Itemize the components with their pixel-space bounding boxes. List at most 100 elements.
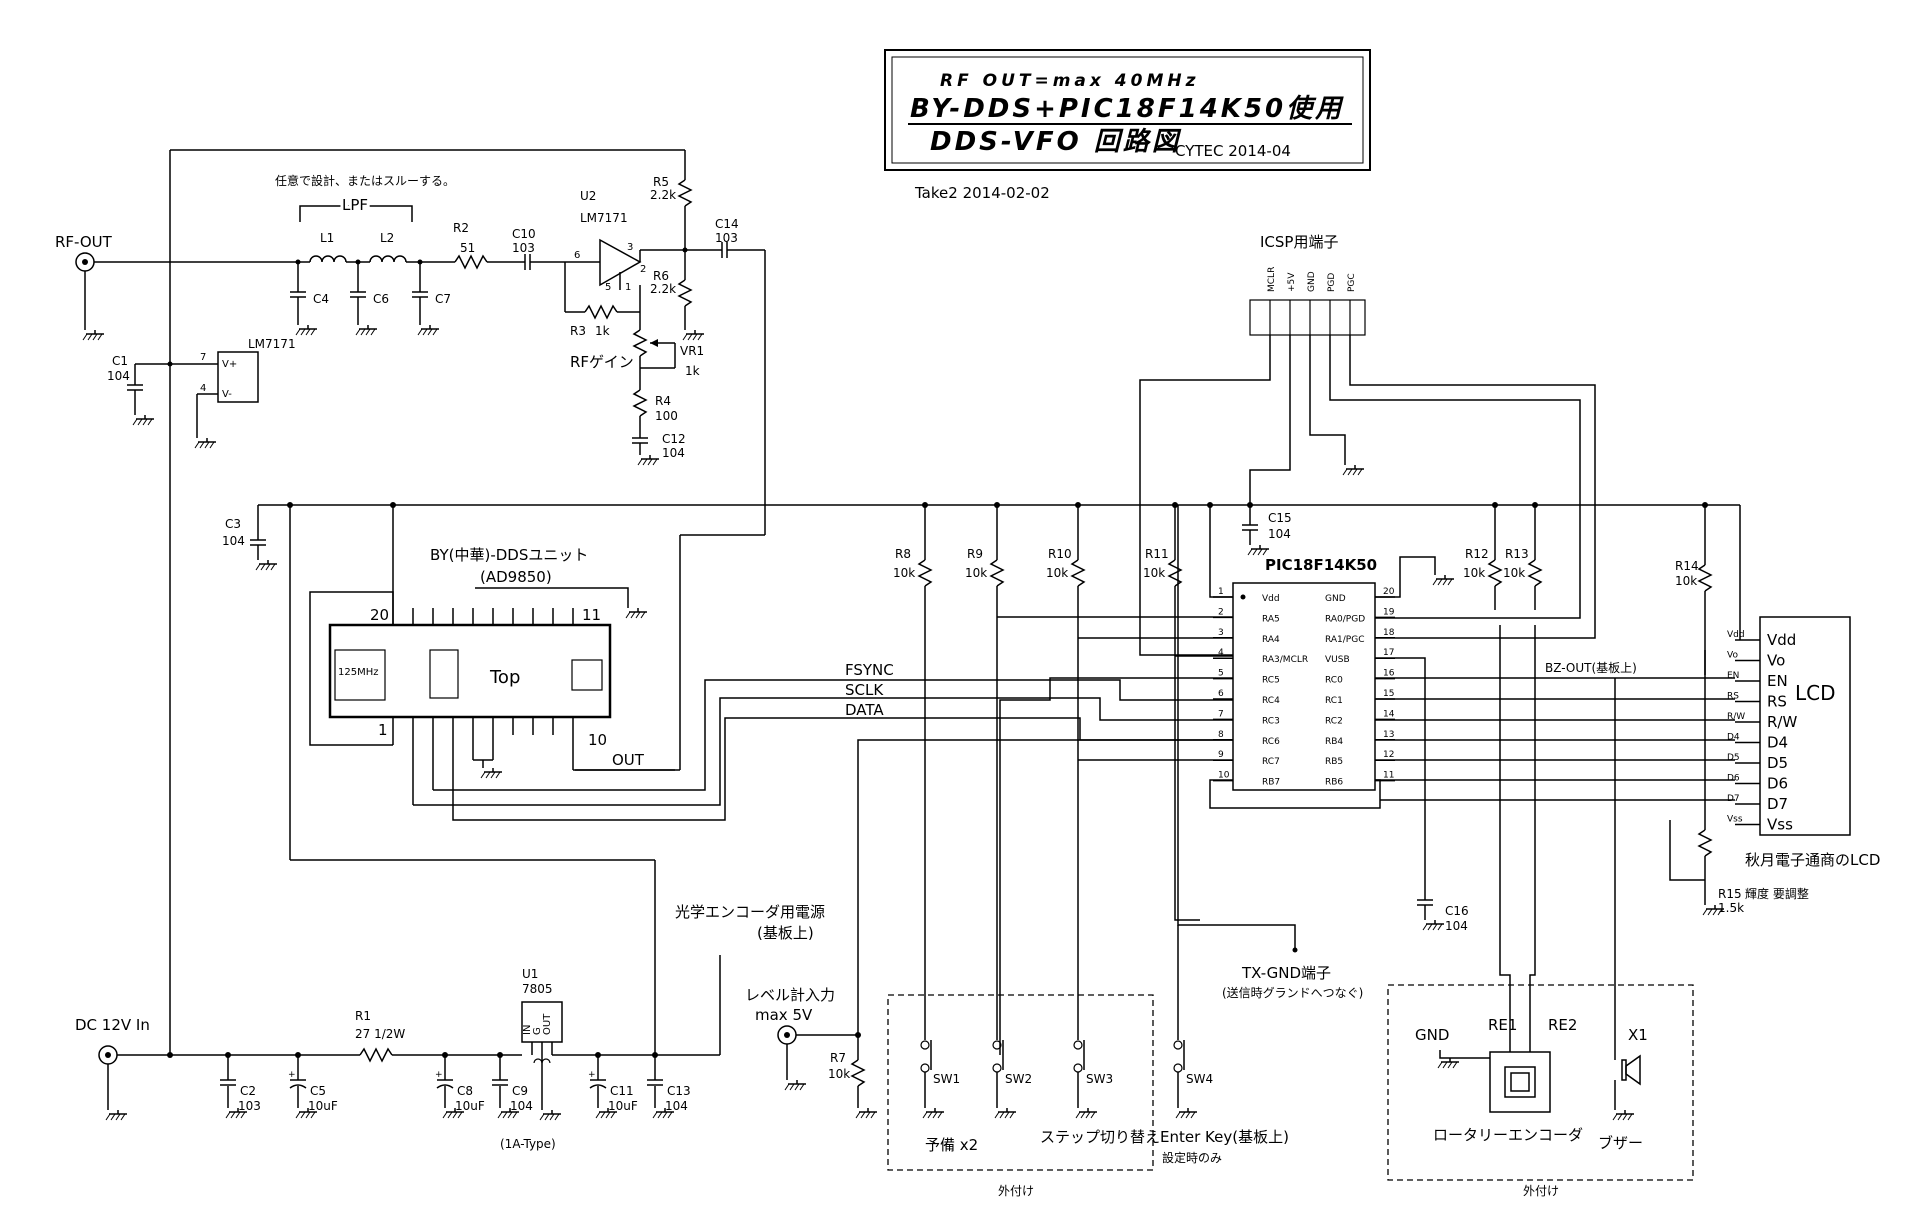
- rf-section: RF-OUT 任意で設計、またはスルーする。 LPF L1 L2 C4 C6: [55, 149, 766, 1055]
- r12-resistor: [1487, 559, 1503, 587]
- r7-ref: R7: [830, 1051, 846, 1065]
- u1-ref: U1: [522, 967, 538, 981]
- r12-ref: R12: [1465, 547, 1489, 561]
- l2-label: L2: [380, 231, 394, 245]
- r11-resistor: [1167, 559, 1183, 587]
- c15-ref: C15: [1268, 511, 1292, 525]
- pic-pin-rc7: RC7: [1262, 757, 1280, 767]
- r15-value: 1.5k: [1718, 901, 1744, 915]
- u2-ref: U2: [580, 189, 596, 203]
- pic-pin-rc4: RC4: [1262, 696, 1280, 706]
- lcd-body: [1759, 616, 1851, 836]
- lcd-wire-vss: Vss: [1727, 815, 1743, 825]
- icsp-pin-gnd: GND: [1307, 271, 1317, 292]
- c13-value: 104: [665, 1099, 688, 1113]
- r7-value: 10k: [828, 1067, 850, 1081]
- sw3-label: SW3: [1086, 1072, 1113, 1086]
- c14-value: 103: [715, 231, 738, 245]
- pic-pin-num-11: 11: [1383, 771, 1394, 781]
- r6-ref: R6: [653, 269, 669, 283]
- c3-value: 104: [222, 534, 245, 548]
- lcd-pin-en: EN: [1767, 672, 1788, 690]
- r2-value: 51: [460, 241, 475, 255]
- svg-text:1: 1: [625, 282, 631, 293]
- c13-ref: C13: [667, 1084, 691, 1098]
- c2-ref: C2: [240, 1084, 256, 1098]
- c10-ref: C10: [512, 227, 536, 241]
- svg-text:IN: IN: [522, 1025, 533, 1035]
- c15-value: 104: [1268, 527, 1291, 541]
- r3-value: 1k: [595, 324, 610, 338]
- svg-text:10: 10: [588, 731, 607, 749]
- sw1-label: SW1: [933, 1072, 960, 1086]
- encoder-gnd-label: GND: [1415, 1026, 1449, 1044]
- svg-text:+: +: [288, 1070, 296, 1080]
- svg-text:V-: V-: [222, 389, 232, 400]
- encoder-re1-label: RE1: [1488, 1016, 1517, 1034]
- buzzer-label: ブザー: [1598, 1134, 1643, 1152]
- u2-part: LM7171: [580, 211, 628, 225]
- r10-ref: R10: [1048, 547, 1072, 561]
- svg-text:7: 7: [200, 352, 206, 363]
- vr1-ref: VR1: [680, 344, 704, 358]
- svg-text:OUT: OUT: [542, 1013, 553, 1035]
- pic-pin-rb6: RB6: [1325, 778, 1343, 788]
- encoder-power-label: 光学エンコーダ用電源: [675, 903, 825, 921]
- rf-gain-label: RFゲイン: [570, 353, 634, 371]
- step-switch-label: ステップ切り替え: [1040, 1128, 1160, 1146]
- r1-ref: R1: [355, 1009, 371, 1023]
- lcd-pin-vdd: Vdd: [1767, 631, 1796, 649]
- vr1-value: 1k: [685, 364, 700, 378]
- contrast-note: 輝度 要調整: [1745, 886, 1809, 901]
- c8-ref: C8: [457, 1084, 473, 1098]
- lcd-wire-vo: Vo: [1727, 651, 1738, 661]
- lcd-pin-d4: D4: [1767, 734, 1788, 752]
- icsp-pin-pgd: PGD: [1327, 273, 1337, 292]
- dds-top-label: Top: [489, 667, 520, 688]
- pic-mcu: PIC18F14K50 1Vdd2RA53RA44RA3/MCLR5RC56RC…: [997, 505, 1735, 1055]
- dds-title: BY(中華)-DDSユニット: [430, 546, 588, 564]
- pic-pin-num-10: 10: [1218, 771, 1230, 781]
- pic-pin-num-12: 12: [1383, 750, 1394, 760]
- svg-text:3: 3: [627, 242, 633, 253]
- r13-value: 10k: [1503, 566, 1525, 580]
- u1-type: (1A-Type): [500, 1137, 556, 1151]
- encoder-panel: GND RE1 RE2 ロータリーエンコーダ X1 ブザー 外付け: [1387, 625, 1694, 1198]
- c8-value: 10uF: [455, 1099, 485, 1113]
- tx-gnd-note: (送信時グランドへつなぐ): [1222, 985, 1363, 1000]
- svg-text:V+: V+: [222, 359, 237, 370]
- pic-pin-num-4: 4: [1218, 648, 1224, 658]
- pic-pin-num-6: 6: [1218, 689, 1224, 699]
- icsp-connector: [1249, 299, 1366, 336]
- svg-text:5: 5: [605, 282, 611, 293]
- icsp-pin-mclr: MCLR: [1267, 267, 1277, 292]
- sw1-switch: [920, 1040, 930, 1050]
- pic-name: PIC18F14K50: [1265, 556, 1377, 574]
- lcd-vendor: 秋月電子通商のLCD: [1745, 851, 1880, 869]
- lcd-pin-vo: Vo: [1767, 652, 1785, 670]
- dds-chip: (AD9850): [480, 568, 552, 586]
- r14-resistor: [1697, 564, 1713, 592]
- revision-label: Take2 2014-02-02: [914, 184, 1050, 202]
- pic-pin-num-18: 18: [1383, 628, 1395, 638]
- c5-ref: C5: [310, 1084, 326, 1098]
- dds-clock-label: 125MHz: [338, 667, 378, 678]
- c4-label: C4: [313, 292, 329, 306]
- lpf-bracket: [299, 205, 413, 222]
- dds-out-label: OUT: [612, 751, 645, 769]
- lcd-pin-d6: D6: [1767, 775, 1788, 793]
- c7-capacitor: [412, 259, 440, 336]
- lcd-pin-d7: D7: [1767, 795, 1788, 813]
- lpf-note: 任意で設計、またはスルーする。: [275, 173, 455, 188]
- c11-value: 10uF: [608, 1099, 638, 1113]
- r10-resistor: [1070, 559, 1086, 587]
- sw3-switch: [1073, 1040, 1083, 1050]
- r14-ref: R14: [1675, 559, 1699, 573]
- r14-value: 10k: [1675, 574, 1697, 588]
- icsp-pin-5v: +5V: [1287, 272, 1297, 292]
- l1-inductor: [309, 255, 347, 263]
- lm7171-supply-block: [217, 351, 259, 403]
- c16-value: 104: [1445, 919, 1468, 933]
